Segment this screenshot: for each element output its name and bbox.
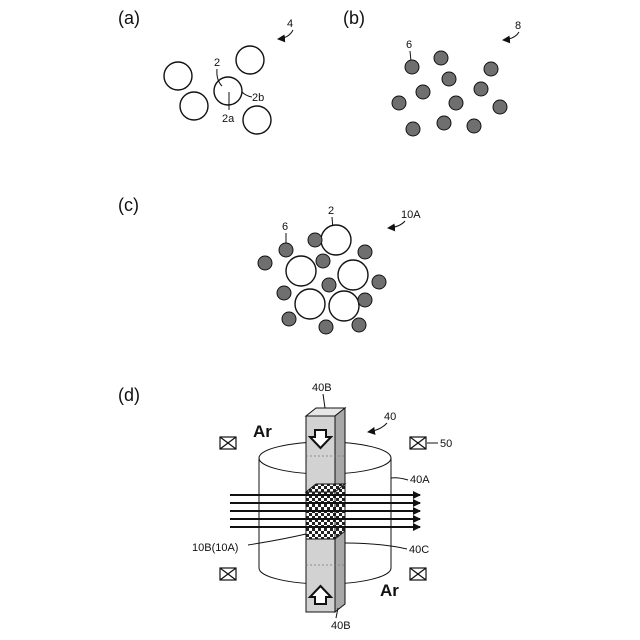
panel-a: (a) 4 2 2b 2a xyxy=(118,8,293,134)
ref-4-arrow xyxy=(278,30,293,39)
ref-10A-label: 10A xyxy=(401,209,421,221)
ref-8-label: 8 xyxy=(515,20,521,32)
ref-40B-top-label: 40B xyxy=(312,382,332,394)
ref-10A-arrow xyxy=(388,221,405,228)
coil-marker-icon xyxy=(410,568,426,580)
small-particle xyxy=(405,60,419,74)
ref-40C-leader xyxy=(345,543,407,549)
ref-4-label: 4 xyxy=(287,18,293,30)
panel-c: (c) 10A 2 6 xyxy=(118,195,421,334)
ref-2-label: 2 xyxy=(214,57,220,69)
ref-10B-leader xyxy=(248,534,306,545)
ref-40C-label: 40C xyxy=(409,544,429,556)
ref-10B-label: 10B(10A) xyxy=(192,542,238,554)
gas-label-top: Ar xyxy=(253,422,272,441)
ref-2b-label: 2b xyxy=(252,92,264,104)
large-particle xyxy=(236,46,264,74)
small-particle xyxy=(467,119,481,133)
gas-label-bottom: Ar xyxy=(380,581,399,600)
large-particle xyxy=(338,260,368,290)
small-particle xyxy=(277,286,291,300)
panel-c-tag: (c) xyxy=(118,195,139,215)
large-particle xyxy=(329,291,359,321)
small-particle xyxy=(493,100,507,114)
ref-40A-label: 40A xyxy=(410,474,430,486)
panel-a-tag: (a) xyxy=(118,8,140,28)
ref-6-leader xyxy=(410,51,411,61)
small-particle xyxy=(352,318,366,332)
small-particle xyxy=(279,243,293,257)
panel-b: (b) 8 6 xyxy=(343,8,521,136)
small-particle xyxy=(358,245,372,259)
ref-40-arrow xyxy=(368,423,387,432)
small-particle xyxy=(406,122,420,136)
large-particle xyxy=(321,225,351,255)
small-particle xyxy=(322,278,336,292)
large-particle xyxy=(164,62,192,90)
coil-marker-icon xyxy=(220,568,236,580)
small-particle xyxy=(282,312,296,326)
ref-8-arrow xyxy=(503,32,519,40)
large-particle xyxy=(295,289,325,319)
small-particle xyxy=(258,256,272,270)
coil-marker-icon xyxy=(410,437,426,449)
small-particle xyxy=(484,62,498,76)
ref-6-label-c: 6 xyxy=(282,221,288,233)
ref-2-label-c: 2 xyxy=(328,205,334,217)
ref-40B-bottom-label: 40B xyxy=(331,620,351,632)
small-particle xyxy=(372,275,386,289)
small-particle xyxy=(392,96,406,110)
small-particle xyxy=(319,320,333,334)
ref-50-label: 50 xyxy=(440,438,452,450)
coil-marker-icon xyxy=(220,437,236,449)
ref-40A-leader xyxy=(391,478,408,480)
small-particle xyxy=(308,233,322,247)
small-particle xyxy=(474,82,488,96)
small-particle xyxy=(434,51,448,65)
large-particle xyxy=(286,256,316,286)
ref-2b-leader xyxy=(242,92,252,97)
panel-d: (d) xyxy=(118,382,452,632)
small-particle xyxy=(416,85,430,99)
small-particle xyxy=(449,96,463,110)
small-particle xyxy=(437,116,451,130)
small-particle xyxy=(358,293,372,307)
large-particle xyxy=(180,92,208,120)
ref-40-label: 40 xyxy=(384,411,396,423)
panel-d-tag: (d) xyxy=(118,385,140,405)
small-particle xyxy=(442,72,456,86)
ref-2a-label: 2a xyxy=(222,113,235,125)
panel-b-tag: (b) xyxy=(343,8,365,28)
ref-40B-top-leader xyxy=(323,394,325,408)
small-particle xyxy=(316,254,330,268)
large-particle xyxy=(243,106,271,134)
ref-6-label: 6 xyxy=(406,39,412,51)
